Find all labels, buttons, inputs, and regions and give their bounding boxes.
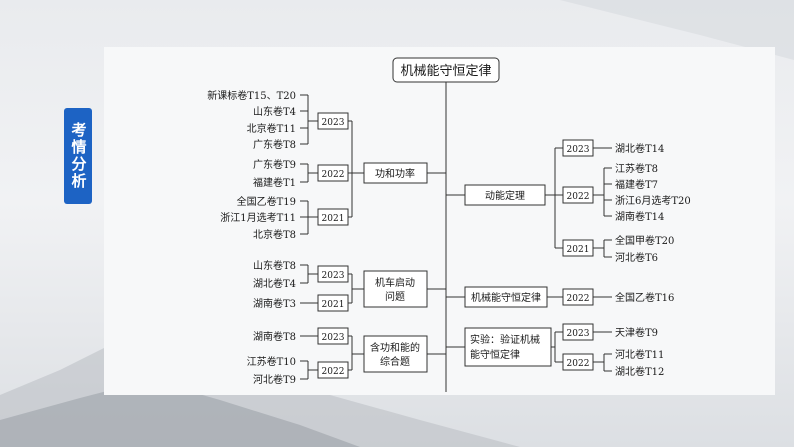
- year-label: 2022: [322, 170, 345, 180]
- exam-item: 广东卷T9: [253, 158, 296, 171]
- exam-item: 湖南卷T3: [253, 297, 296, 310]
- exam-item: 广东卷T8: [253, 138, 296, 151]
- section-badge: 考情分析: [64, 108, 92, 204]
- exam-item: 福建卷T7: [615, 178, 658, 191]
- exam-item: 湖北卷T14: [615, 142, 664, 155]
- exam-item: 浙江6月选考T20: [615, 194, 691, 207]
- exam-item: 山东卷T8: [253, 259, 296, 272]
- exam-item: 湖南卷T8: [253, 330, 296, 343]
- year-label: 2022: [567, 192, 590, 202]
- year-label: 2022: [567, 294, 590, 304]
- topic-node-right-3: [464, 327, 552, 367]
- exam-item: 湖南卷T14: [615, 210, 664, 223]
- year-label: 2023: [322, 118, 345, 128]
- content-panel: [104, 47, 775, 395]
- topic-node-left-2: [363, 270, 428, 308]
- year-label: 2021: [322, 300, 345, 310]
- exam-item: 北京卷T11: [247, 122, 296, 135]
- year-label: 2021: [567, 245, 590, 255]
- exam-item: 全国甲卷T20: [615, 234, 674, 247]
- exam-item: 山东卷T4: [253, 105, 296, 118]
- topic-label-right-2: 机械能守恒定律: [471, 291, 541, 304]
- exam-item: 全国乙卷T16: [615, 291, 674, 304]
- year-label: 2023: [567, 145, 590, 155]
- topic-label-left-3: 含功和能的: [370, 341, 420, 354]
- root-label: 机械能守恒定律: [400, 64, 491, 79]
- exam-item: 全国乙卷T19: [237, 195, 296, 208]
- exam-item: 湖北卷T12: [615, 365, 664, 378]
- exam-item: 江苏卷T8: [615, 162, 658, 175]
- exam-item: 北京卷T8: [253, 228, 296, 241]
- year-label: 2023: [322, 333, 345, 343]
- year-label: 2022: [567, 359, 590, 369]
- exam-item: 天津卷T9: [615, 326, 658, 339]
- year-label: 2023: [322, 271, 345, 281]
- year-label: 2022: [322, 367, 345, 377]
- topic-label-left-2: 机车启动: [375, 276, 415, 289]
- year-label: 2021: [322, 214, 345, 224]
- exam-item: 福建卷T1: [253, 176, 296, 189]
- topic-label-left-2b: 问题: [385, 290, 405, 303]
- exam-item: 河北卷T9: [253, 373, 296, 386]
- topic-label-left-1: 功和功率: [375, 167, 415, 180]
- exam-item: 河北卷T6: [615, 251, 658, 264]
- topic-label-right-3: 实验：验证机械: [470, 333, 540, 346]
- topic-label-right-1: 动能定理: [485, 189, 525, 202]
- topic-label-left-3b: 综合题: [380, 355, 410, 368]
- year-label: 2023: [567, 329, 590, 339]
- exam-item: 新课标卷T15、T20: [207, 89, 296, 102]
- exam-item: 河北卷T11: [615, 348, 664, 361]
- exam-item: 江苏卷T10: [247, 355, 296, 368]
- exam-item: 浙江1月选考T11: [220, 211, 296, 224]
- exam-item: 湖北卷T4: [253, 277, 296, 290]
- topic-label-right-3b: 能守恒定律: [470, 348, 520, 361]
